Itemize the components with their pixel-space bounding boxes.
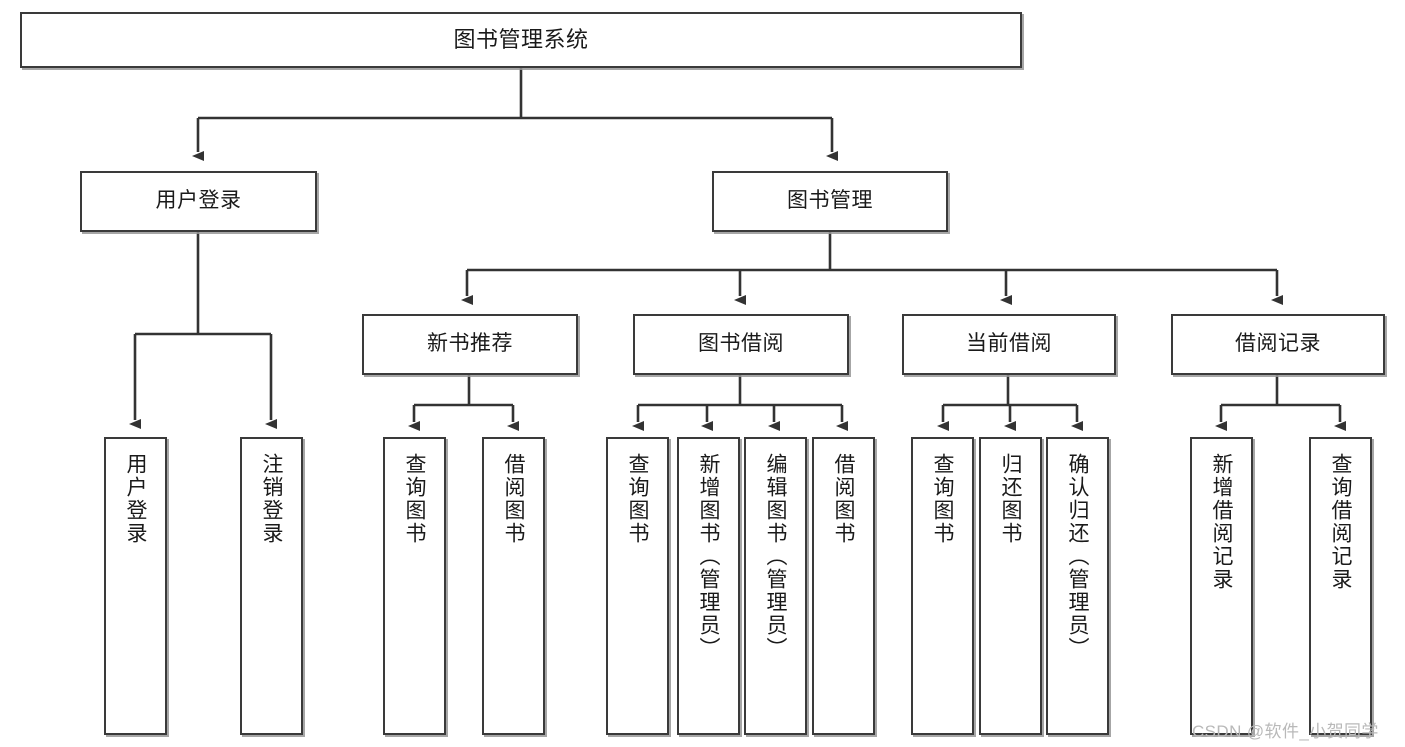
node-label: 查询图书 bbox=[931, 453, 955, 545]
leaf-borrow-query-book[interactable]: 查询图书 bbox=[606, 437, 669, 735]
leaf-recommend-borrow-book[interactable]: 借阅图书 bbox=[482, 437, 545, 735]
node-borrowing-records[interactable]: 借阅记录 bbox=[1171, 314, 1385, 375]
node-label: 新增图书（管理员） bbox=[697, 453, 721, 660]
node-new-book-recommendation[interactable]: 新书推荐 bbox=[362, 314, 578, 375]
node-root-book-management-system[interactable]: 图书管理系统 bbox=[20, 12, 1022, 68]
leaf-user-login[interactable]: 用户登录 bbox=[104, 437, 167, 735]
node-label: 图书管理系统 bbox=[453, 27, 589, 53]
node-label: 查询图书 bbox=[626, 453, 650, 545]
node-label: 当前借阅 bbox=[966, 332, 1052, 356]
node-label: 新书推荐 bbox=[427, 332, 513, 356]
leaf-borrow-borrow-book[interactable]: 借阅图书 bbox=[812, 437, 875, 735]
node-label: 查询借阅记录 bbox=[1329, 453, 1353, 591]
node-current-borrowing[interactable]: 当前借阅 bbox=[902, 314, 1116, 375]
node-book-borrowing[interactable]: 图书借阅 bbox=[633, 314, 849, 375]
leaf-current-query-book[interactable]: 查询图书 bbox=[911, 437, 974, 735]
node-label: 查询图书 bbox=[403, 453, 427, 545]
node-label: 借阅记录 bbox=[1235, 332, 1321, 356]
node-user-login[interactable]: 用户登录 bbox=[80, 171, 317, 232]
leaf-borrow-edit-book-admin[interactable]: 编辑图书（管理员） bbox=[744, 437, 807, 735]
node-label: 借阅图书 bbox=[832, 453, 856, 545]
node-label: 图书借阅 bbox=[698, 332, 784, 356]
leaf-record-query-borrow-record[interactable]: 查询借阅记录 bbox=[1309, 437, 1372, 735]
csdn-watermark: CSDN @软件_小贺同学 bbox=[1192, 722, 1379, 741]
leaf-recommend-query-book[interactable]: 查询图书 bbox=[383, 437, 446, 735]
node-label: 编辑图书（管理员） bbox=[764, 453, 788, 660]
node-label: 图书管理 bbox=[787, 189, 873, 213]
node-book-management[interactable]: 图书管理 bbox=[712, 171, 948, 232]
node-label: 归还图书 bbox=[999, 453, 1023, 545]
leaf-current-return-book[interactable]: 归还图书 bbox=[979, 437, 1042, 735]
node-label: 借阅图书 bbox=[502, 453, 526, 545]
node-label: 用户登录 bbox=[124, 453, 148, 545]
leaf-user-logout[interactable]: 注销登录 bbox=[240, 437, 303, 735]
node-label: 用户登录 bbox=[155, 189, 242, 213]
leaf-record-add-borrow-record[interactable]: 新增借阅记录 bbox=[1190, 437, 1253, 735]
node-label: 确认归还（管理员） bbox=[1066, 453, 1090, 660]
node-label: 新增借阅记录 bbox=[1210, 453, 1234, 591]
leaf-current-confirm-return-admin[interactable]: 确认归还（管理员） bbox=[1046, 437, 1109, 735]
node-label: 注销登录 bbox=[260, 453, 284, 545]
leaf-borrow-add-book-admin[interactable]: 新增图书（管理员） bbox=[677, 437, 740, 735]
